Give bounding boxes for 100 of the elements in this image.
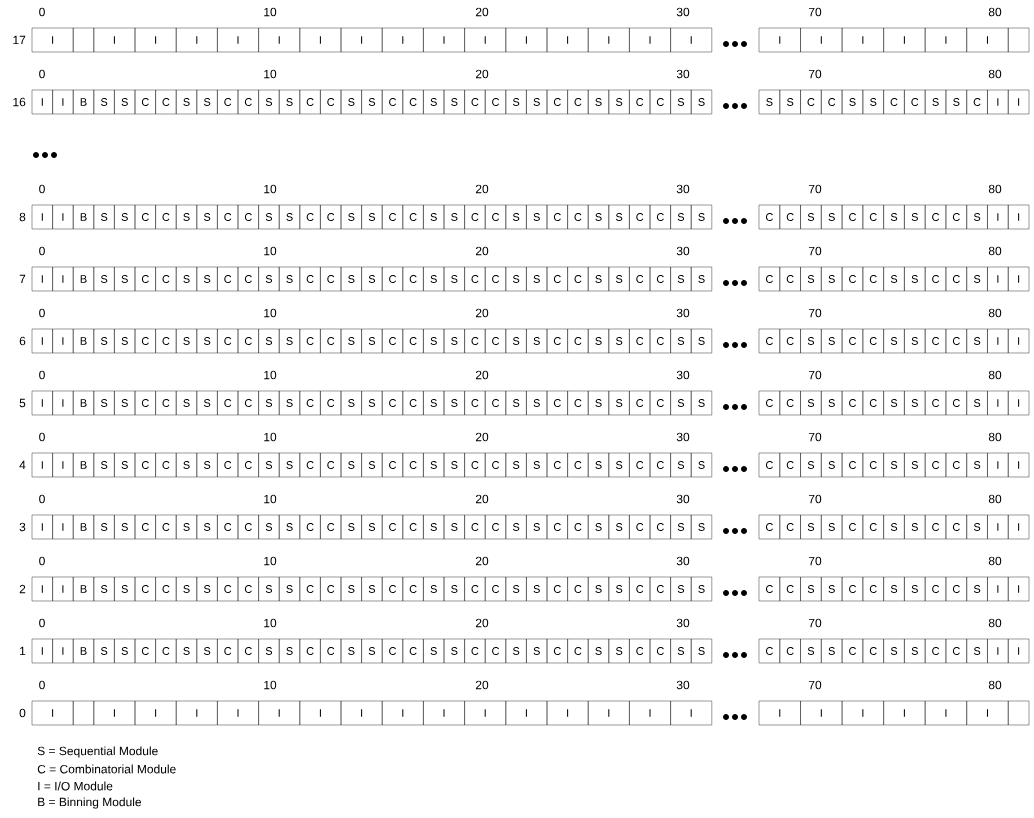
module-cell: C <box>649 576 671 602</box>
module-cell: C <box>299 328 321 354</box>
column-number: 10 <box>264 370 277 380</box>
module-cell: I <box>1008 266 1030 292</box>
module-cell: C <box>485 576 506 602</box>
module-cell: C <box>883 89 905 115</box>
module-cell: I <box>31 328 53 354</box>
module-cell: S <box>505 390 527 416</box>
module-cell: S <box>821 638 843 664</box>
module-cell: I <box>800 700 843 726</box>
module-cell: C <box>320 638 342 664</box>
module-cell: C <box>862 266 884 292</box>
module-cell: C <box>758 638 780 664</box>
module-cell: S <box>176 638 197 664</box>
module-cell: S <box>279 89 300 115</box>
column-number: 0 <box>39 308 45 318</box>
column-number: 70 <box>808 494 822 504</box>
column-number: 0 <box>39 556 45 566</box>
module-cell: I <box>258 27 300 53</box>
module-cell: I <box>841 700 884 726</box>
module-cell: S <box>176 576 197 602</box>
column-number: 80 <box>988 618 1002 628</box>
module-cell: I <box>423 700 465 726</box>
module-cell: C <box>779 266 801 292</box>
module-cell: S <box>608 390 630 416</box>
module-cell: C <box>567 576 589 602</box>
module-cell: S <box>176 514 197 540</box>
module-cell: C <box>299 514 321 540</box>
module-cell: S <box>361 328 383 354</box>
module-cell: S <box>176 89 197 115</box>
module-cell: S <box>588 266 609 292</box>
module-cell: C <box>217 576 239 602</box>
module-cell: C <box>237 266 259 292</box>
module-cell: I <box>31 27 74 53</box>
module-cell: C <box>299 266 321 292</box>
module-cell: S <box>361 204 383 230</box>
column-number: 20 <box>475 246 489 256</box>
module-cell: S <box>340 514 362 540</box>
module-cell: C <box>299 576 321 602</box>
module-cell: C <box>217 204 239 230</box>
module-cell: S <box>196 89 218 115</box>
module-cell: S <box>443 514 465 540</box>
module-cell: I <box>52 452 74 478</box>
module-cell: I <box>464 700 506 726</box>
module-cell: C <box>546 638 568 664</box>
module-cell: S <box>800 514 822 540</box>
module-cell: C <box>546 390 568 416</box>
module-cell: S <box>279 204 300 230</box>
column-number: 0 <box>39 432 45 442</box>
module-cell: C <box>237 638 259 664</box>
module-cell: S <box>505 576 527 602</box>
module-cell: S <box>196 514 218 540</box>
module-cell: I <box>93 27 136 53</box>
module-cell: C <box>155 204 177 230</box>
module-cell: S <box>258 89 280 115</box>
module-cell: S <box>588 452 609 478</box>
module-cell: S <box>443 204 465 230</box>
module-cell: C <box>217 390 239 416</box>
module-cell: C <box>155 89 177 115</box>
module-cell: C <box>758 328 780 354</box>
module-cell: C <box>217 514 239 540</box>
module-cell: I <box>546 27 589 53</box>
column-number: 70 <box>808 370 822 380</box>
module-cell: S <box>196 638 218 664</box>
column-number: 10 <box>264 432 277 442</box>
module-cell: C <box>464 204 486 230</box>
module-cell: C <box>464 328 486 354</box>
module-cell: I <box>382 27 424 53</box>
column-number: 0 <box>39 680 45 690</box>
module-cell: I <box>52 390 74 416</box>
module-cell: C <box>649 89 671 115</box>
module-cell: C <box>779 638 801 664</box>
module-cell: S <box>93 89 115 115</box>
module-cell: S <box>505 266 527 292</box>
module-cell: C <box>299 390 321 416</box>
module-cell: S <box>883 452 905 478</box>
column-number: 70 <box>808 680 822 690</box>
module-cell: C <box>862 638 884 664</box>
module-cell: C <box>924 266 947 292</box>
module-cell: C <box>821 89 843 115</box>
module-cell: I <box>423 27 465 53</box>
column-number: 80 <box>988 680 1002 690</box>
module-cell: S <box>821 266 843 292</box>
module-cell: S <box>340 266 362 292</box>
module-cell: S <box>423 89 445 115</box>
module-cell: S <box>340 390 362 416</box>
module-cell: I <box>258 700 300 726</box>
module-cell: S <box>443 452 465 478</box>
module-cell: I <box>31 266 53 292</box>
module-cell: C <box>945 452 967 478</box>
module-cell: S <box>114 576 136 602</box>
column-number: 20 <box>475 370 489 380</box>
column-number: 0 <box>39 184 45 194</box>
module-cell: S <box>505 452 527 478</box>
module-cell: C <box>134 390 156 416</box>
module-cell: S <box>670 638 692 664</box>
module-cell: C <box>464 266 486 292</box>
row-number: 1 <box>20 646 26 656</box>
module-cell: C <box>758 204 780 230</box>
row-number: 16 <box>13 97 26 107</box>
